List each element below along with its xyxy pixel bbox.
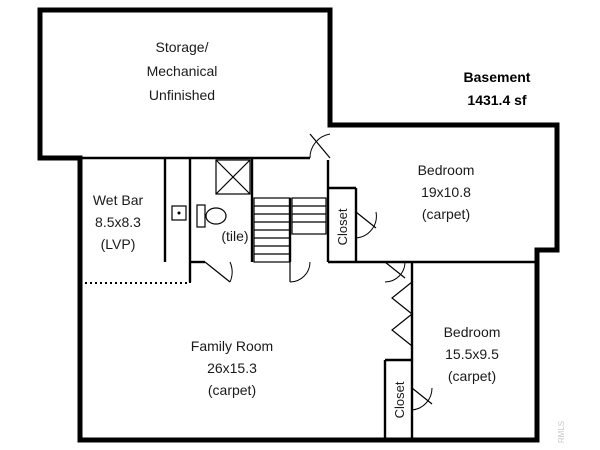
bath-label: (tile) [221, 228, 248, 244]
svg-text:Wet Bar: Wet Bar [93, 192, 144, 208]
svg-text:(tile): (tile) [221, 228, 248, 244]
plan-title: Basement [464, 69, 531, 85]
svg-text:(carpet): (carpet) [448, 368, 496, 384]
closet2-label: Closet [392, 381, 407, 418]
svg-text:Bedroom: Bedroom [418, 162, 475, 178]
svg-text:Closet: Closet [335, 208, 350, 245]
svg-text:26x15.3: 26x15.3 [207, 360, 257, 376]
wetbar-label: Wet Bar 8.5x8.3 (LVP) [93, 192, 144, 252]
svg-text:19x10.8: 19x10.8 [421, 184, 471, 200]
svg-text:15.5x9.5: 15.5x9.5 [445, 346, 499, 362]
svg-text:Bedroom: Bedroom [444, 324, 501, 340]
toilet-icon [196, 204, 227, 228]
svg-text:(carpet): (carpet) [208, 382, 256, 398]
storage-label: Storage/ Mechanical Unfinished [147, 39, 218, 103]
wetbar-sink-icon [171, 205, 187, 221]
interior-walls [80, 156, 537, 440]
plan-title-block: Basement 1431.4 sf [464, 69, 531, 108]
closet1-label: Closet [335, 208, 350, 245]
svg-text:Storage/: Storage/ [156, 39, 209, 55]
svg-text:Family Room: Family Room [191, 338, 273, 354]
plan-area: 1431.4 sf [467, 92, 526, 108]
shower-icon [215, 159, 251, 195]
svg-text:Closet: Closet [392, 381, 407, 418]
svg-text:Unfinished: Unfinished [149, 87, 215, 103]
exterior-walls [37, 7, 560, 443]
doors [204, 133, 433, 411]
svg-text:Mechanical: Mechanical [147, 63, 218, 79]
svg-text:8.5x8.3: 8.5x8.3 [95, 214, 141, 230]
svg-text:(LVP): (LVP) [101, 236, 136, 252]
bedroom2-label: Bedroom 15.5x9.5 (carpet) [444, 324, 501, 384]
stairs [253, 197, 327, 263]
svg-text:(carpet): (carpet) [422, 206, 470, 222]
watermark: RMLS [557, 421, 566, 443]
wetbar-boundary [80, 262, 191, 284]
bedroom1-label: Bedroom 19x10.8 (carpet) [418, 162, 475, 222]
family-room-label: Family Room 26x15.3 (carpet) [191, 338, 273, 398]
